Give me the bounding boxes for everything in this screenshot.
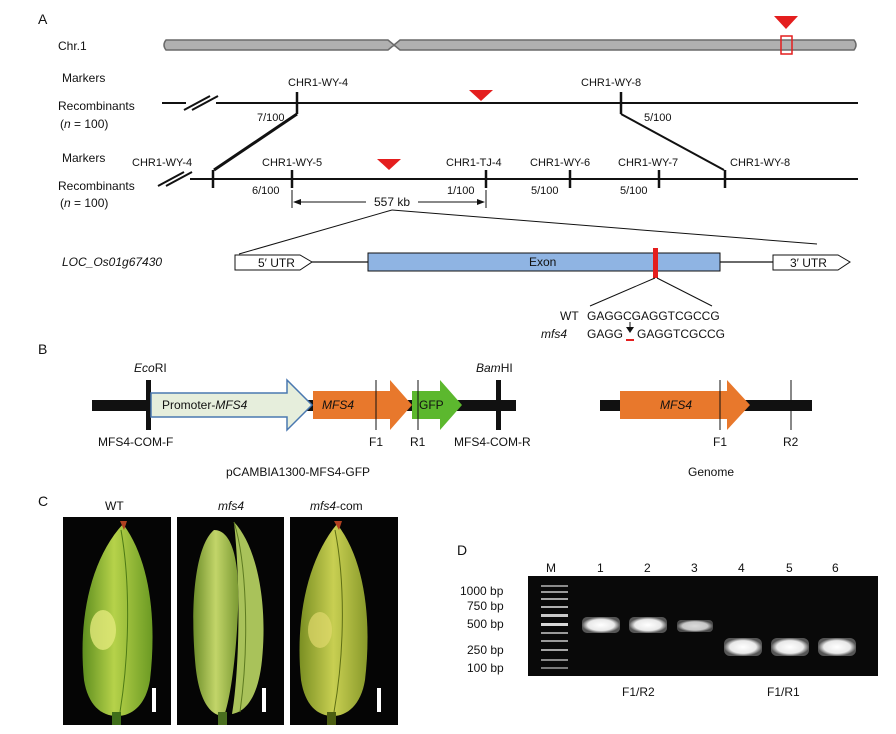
promoter-arrow <box>150 378 314 432</box>
zoom-line-left <box>238 209 393 255</box>
exon-label: Exon <box>529 255 556 269</box>
interval-557kb: 557 kb <box>374 195 410 209</box>
utr5-label: 5′ UTR <box>258 256 295 270</box>
recombinants-label-2: Recombinants <box>58 179 135 193</box>
ladder-250: 250 bp <box>467 643 504 657</box>
mut-sequence-a: GAGG <box>587 327 623 341</box>
genome-r2: R2 <box>783 435 799 449</box>
recomb-5-100-b: 5/100 <box>620 185 648 197</box>
ladder-1000: 1000 bp <box>460 584 504 598</box>
lane-1: 1 <box>597 561 604 575</box>
primer-com-f: MFS4-COM-F <box>98 435 173 449</box>
marker-wy4-top: CHR1-WY-4 <box>288 77 348 89</box>
gfp-label: GFP <box>419 398 444 412</box>
primer-f1: F1 <box>369 435 383 449</box>
utr5-box <box>234 254 313 271</box>
title-wt: WT <box>105 499 124 513</box>
construct-name: pCAMBIA1300-MFS4-GFP <box>226 465 370 479</box>
marker-wy5: CHR1-WY-5 <box>262 157 322 169</box>
wt-sequence: GAGGCGAGGTCGCCG <box>587 309 720 323</box>
interval-arrowhead-right <box>477 199 485 205</box>
wt-grain-photo <box>63 517 171 725</box>
wt-seq-label: WT <box>560 309 579 323</box>
utr3-box <box>772 254 851 271</box>
recomb-5-100-a: 5/100 <box>531 185 559 197</box>
exon-box <box>367 252 721 272</box>
utr3-label: 3′ UTR <box>790 256 827 270</box>
genome-label: Genome <box>688 465 734 479</box>
panel-d-label: D <box>457 542 467 558</box>
group-f1-r1: F1/R1 <box>767 685 800 699</box>
panel-b-label: B <box>38 341 47 357</box>
marker-wy6: CHR1-WY-6 <box>530 157 590 169</box>
zoom-seq-left <box>589 277 656 307</box>
mfs4-com-grain-photo <box>290 517 398 725</box>
break-mark-2 <box>157 171 193 187</box>
lane-5: 5 <box>786 561 793 575</box>
coarse-locus-triangle <box>469 90 493 101</box>
recomb-6-100: 6/100 <box>252 185 280 197</box>
projection-right <box>620 113 725 171</box>
genome-mfs4-label: MFS4 <box>660 398 692 412</box>
marker-wy8-fine: CHR1-WY-8 <box>730 157 790 169</box>
gel-image <box>528 576 878 676</box>
genome-mfs4-arrow <box>620 380 750 430</box>
marker-wy8-top: CHR1-WY-8 <box>581 77 641 89</box>
title-mfs4: mfs4 <box>218 499 244 513</box>
primer-com-r: MFS4-COM-R <box>454 435 531 449</box>
lane-6: 6 <box>832 561 839 575</box>
zoom-line-right <box>391 209 818 245</box>
recomb-5-100-top: 5/100 <box>644 112 672 124</box>
genome-f1: F1 <box>713 435 727 449</box>
mfs4-cds-arrow <box>313 380 412 430</box>
bamhi-site <box>496 380 501 430</box>
mut-seq-label: mfs4 <box>541 327 567 341</box>
lane-3: 3 <box>691 561 698 575</box>
gene-name: LOC_Os01g67430 <box>62 255 162 269</box>
ladder-500: 500 bp <box>467 617 504 631</box>
locus-marker-triangle <box>774 16 798 29</box>
recomb-1-100: 1/100 <box>447 185 475 197</box>
break-mark-1 <box>183 95 219 111</box>
n-label-1: (n = 100) <box>60 117 108 131</box>
ecori-label: EcoRI <box>134 361 167 375</box>
markers-label-1: Markers <box>62 71 105 85</box>
mut-sequence-b: GAGGTCGCCG <box>637 327 725 341</box>
recomb-7-100: 7/100 <box>257 112 285 124</box>
primer-r1: R1 <box>410 435 426 449</box>
zoom-seq-right <box>656 277 713 307</box>
markers-label-2: Markers <box>62 151 105 165</box>
projection-left <box>213 112 298 172</box>
mfs4-grain-photo <box>177 517 284 725</box>
fine-locus-triangle <box>377 159 401 170</box>
marker-wy7: CHR1-WY-7 <box>618 157 678 169</box>
deletion-arrow-head <box>626 327 634 333</box>
title-mfs4-com: mfs4-com <box>310 499 363 513</box>
chromosome-1-bar <box>163 39 857 51</box>
mfs4-cds-label: MFS4 <box>322 398 354 412</box>
chromosome-label: Chr.1 <box>58 39 87 53</box>
locus-box <box>780 35 793 55</box>
mutation-site <box>653 248 658 278</box>
gfp-arrow <box>412 380 462 430</box>
marker-tj4: CHR1-TJ-4 <box>446 157 502 169</box>
group-f1-r2: F1/R2 <box>622 685 655 699</box>
panel-c-label: C <box>38 493 48 509</box>
lane-4: 4 <box>738 561 745 575</box>
interval-arrowhead-left <box>293 199 301 205</box>
bamhi-label: BamHI <box>476 361 513 375</box>
n-label-2: (n = 100) <box>60 196 108 210</box>
ladder-750: 750 bp <box>467 599 504 613</box>
lane-2: 2 <box>644 561 651 575</box>
ecori-site <box>146 380 151 430</box>
ladder-100: 100 bp <box>467 661 504 675</box>
panel-a-label: A <box>38 11 48 27</box>
lane-m: M <box>546 561 556 575</box>
recombinants-label-1: Recombinants <box>58 99 135 113</box>
marker-wy4-fine: CHR1-WY-4 <box>132 157 192 169</box>
promoter-label: Promoter-MFS4 <box>162 398 248 412</box>
